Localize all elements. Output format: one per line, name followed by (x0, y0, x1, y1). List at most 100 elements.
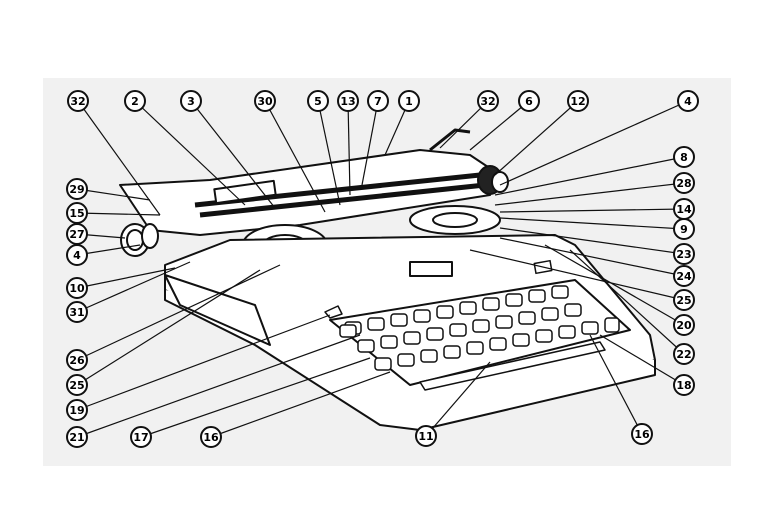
leader-line (499, 237, 685, 277)
callout-circle (66, 277, 88, 299)
leader-line (76, 261, 191, 313)
callout-circle (677, 90, 699, 112)
leader-line (499, 100, 689, 186)
callout-label: 18 (676, 379, 691, 392)
callout-10: 10 (66, 277, 88, 299)
callout-label: 20 (676, 319, 692, 332)
callout-circle (66, 399, 88, 421)
callout-circle (518, 90, 540, 112)
leader-line (494, 156, 685, 196)
leader-line (76, 334, 361, 438)
leader-line (210, 371, 391, 438)
callout-23: 23 (673, 243, 695, 265)
callout-18: 18 (673, 374, 695, 396)
callout-20: 20 (673, 314, 695, 336)
callout-24: 24 (673, 265, 695, 287)
callout-31: 31 (66, 301, 88, 323)
callout-label: 30 (257, 95, 273, 108)
callout-label: 10 (69, 282, 85, 295)
callout-circle (673, 218, 695, 240)
callout-circle (673, 146, 695, 168)
callout-3: 3 (180, 90, 202, 112)
callout-32: 32 (477, 90, 499, 112)
callout-label: 14 (676, 203, 692, 216)
callout-label: 21 (69, 431, 84, 444)
leader-line (76, 188, 151, 201)
callout-7: 7 (367, 90, 389, 112)
callout-label: 8 (680, 151, 688, 164)
leader-line (499, 217, 685, 230)
space-bar (419, 341, 606, 391)
paper-guide (213, 179, 277, 205)
callout-circle (66, 426, 88, 448)
leader-line (589, 334, 643, 435)
callout-25: 25 (66, 374, 88, 396)
callout-circle (180, 90, 202, 112)
side-panel (164, 274, 271, 346)
callout-label: 31 (69, 306, 84, 319)
callout-1: 1 (398, 90, 420, 112)
callout-label: 29 (69, 183, 84, 196)
leader-line (494, 100, 579, 176)
callout-circle (567, 90, 589, 112)
callout-circle (673, 289, 695, 311)
leader-line (425, 361, 491, 437)
callout-label: 25 (676, 294, 691, 307)
callout-30: 30 (254, 90, 276, 112)
leader-line (569, 249, 685, 355)
callout-circle (673, 172, 695, 194)
leader-line (469, 249, 685, 301)
leader-line (361, 100, 379, 186)
callout-circle (673, 243, 695, 265)
callout-13: 13 (337, 90, 359, 112)
typewriter-illustration (119, 128, 656, 431)
callout-12: 12 (567, 90, 589, 112)
leader-line (190, 100, 276, 209)
leader-line (439, 100, 489, 149)
callout-4: 4 (66, 244, 88, 266)
callout-5: 5 (307, 90, 329, 112)
callout-label: 27 (69, 228, 84, 241)
leader-line (140, 357, 371, 438)
callout-15: 15 (66, 202, 88, 224)
callout-circle (66, 349, 88, 371)
callout-label: 23 (676, 248, 691, 261)
leader-line (499, 227, 685, 255)
callout-label: 32 (70, 95, 85, 108)
callout-circle (631, 423, 653, 445)
callout-16: 16 (200, 426, 222, 448)
callout-17: 17 (130, 426, 152, 448)
callout-label: 7 (374, 95, 382, 108)
left-knob (120, 223, 159, 257)
callout-circle (337, 90, 359, 112)
callout-label: 17 (133, 431, 148, 444)
callout-circle (67, 90, 89, 112)
callout-label: 11 (418, 430, 433, 443)
callout-4: 4 (677, 90, 699, 112)
callout-label: 1 (405, 95, 413, 108)
leader-line (469, 100, 530, 151)
callout-16: 16 (631, 423, 653, 445)
callout-6: 6 (518, 90, 540, 112)
callout-11: 11 (415, 425, 437, 447)
callout-label: 26 (69, 354, 85, 367)
leader-lines (76, 100, 689, 438)
callout-circle (367, 90, 389, 112)
callout-26: 26 (66, 349, 88, 371)
leader-line (494, 182, 685, 206)
callout-19: 19 (66, 399, 88, 421)
callout-label: 4 (73, 249, 81, 262)
callout-circle (415, 425, 437, 447)
callout-circle (254, 90, 276, 112)
callout-28: 28 (673, 172, 695, 194)
callout-27: 27 (66, 223, 88, 245)
leader-line (317, 100, 341, 206)
callout-circle (673, 265, 695, 287)
callout-circle (124, 90, 146, 112)
callout-circle (200, 426, 222, 448)
callout-label: 3 (187, 95, 195, 108)
keys (339, 285, 620, 371)
callout-circle (66, 301, 88, 323)
callout-circle (66, 178, 88, 200)
